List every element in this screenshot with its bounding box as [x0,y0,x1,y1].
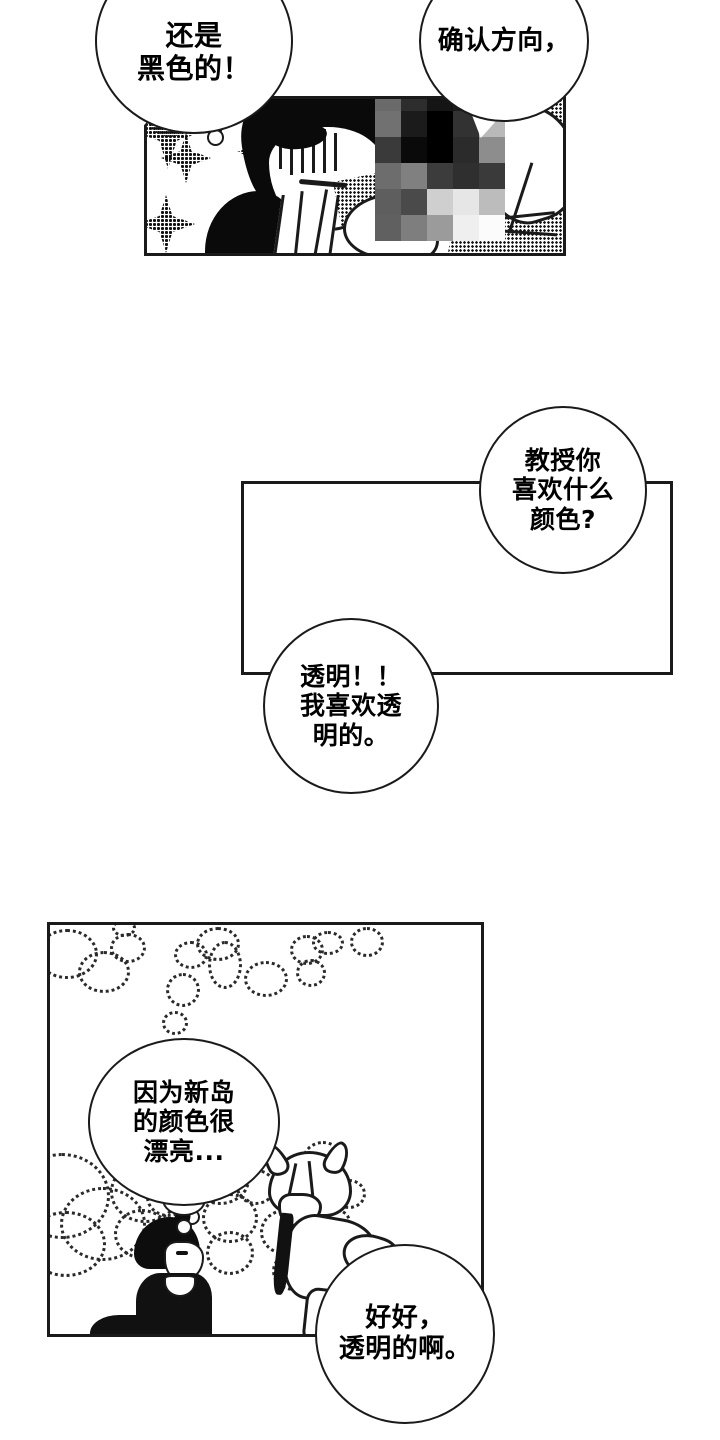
speech-bubble-3-text: 教授你 喜欢什么 颜色? [511,445,614,534]
thought-bubble-5-text: 因为新岛 的颜色很 漂亮... [132,1077,235,1166]
soap-bubble [206,1231,254,1275]
shade-line [290,135,293,175]
panel-1-artwork [147,99,563,253]
speech-bubble-2-text: 确认方向， [437,25,571,56]
soap-bubble [350,927,384,957]
seated-character [90,1204,232,1334]
soap-bubble-fragment [68,922,86,925]
seated-character-collar [164,1275,196,1297]
soap-bubble [312,931,344,955]
standing-character [238,1137,408,1334]
seated-character-leg [90,1315,148,1334]
halftone-star [147,195,195,253]
shade-line [312,137,315,173]
soap-bubble [244,961,288,997]
speech-bubble-6[interactable]: 好好， 透明的啊。 [315,1244,495,1424]
soap-bubble [208,941,242,989]
soap-bubble-fragment [136,922,150,923]
soap-bubble [296,959,326,987]
character-collar [272,195,340,253]
seated-character-eye [176,1251,188,1255]
shade-line [301,131,304,173]
speech-bubble-6-text: 好好， 透明的啊。 [338,1303,472,1364]
thought-bubble-5[interactable]: 因为新岛 的颜色很 漂亮... [88,1038,280,1206]
shade-line [334,133,337,171]
speech-bubble-4-text: 透明！！ 我喜欢透 明的。 [299,661,402,750]
speech-bubble-1-text: 还是 黑色的！ [136,18,251,85]
thought-bubble-5-dot [176,1219,192,1235]
pixelated-censor-region [375,99,505,241]
panel-1 [144,96,566,256]
soap-bubble [162,1011,188,1035]
shade-line [279,133,282,169]
shade-line [323,129,326,173]
speech-bubble-4[interactable]: 透明！！ 我喜欢透 明的。 [263,618,439,794]
soap-bubble [166,973,200,1007]
soap-bubble [78,951,130,993]
speech-bubble-3[interactable]: 教授你 喜欢什么 颜色? [479,406,647,574]
soap-bubble [112,925,136,937]
soap-bubble [110,933,146,963]
